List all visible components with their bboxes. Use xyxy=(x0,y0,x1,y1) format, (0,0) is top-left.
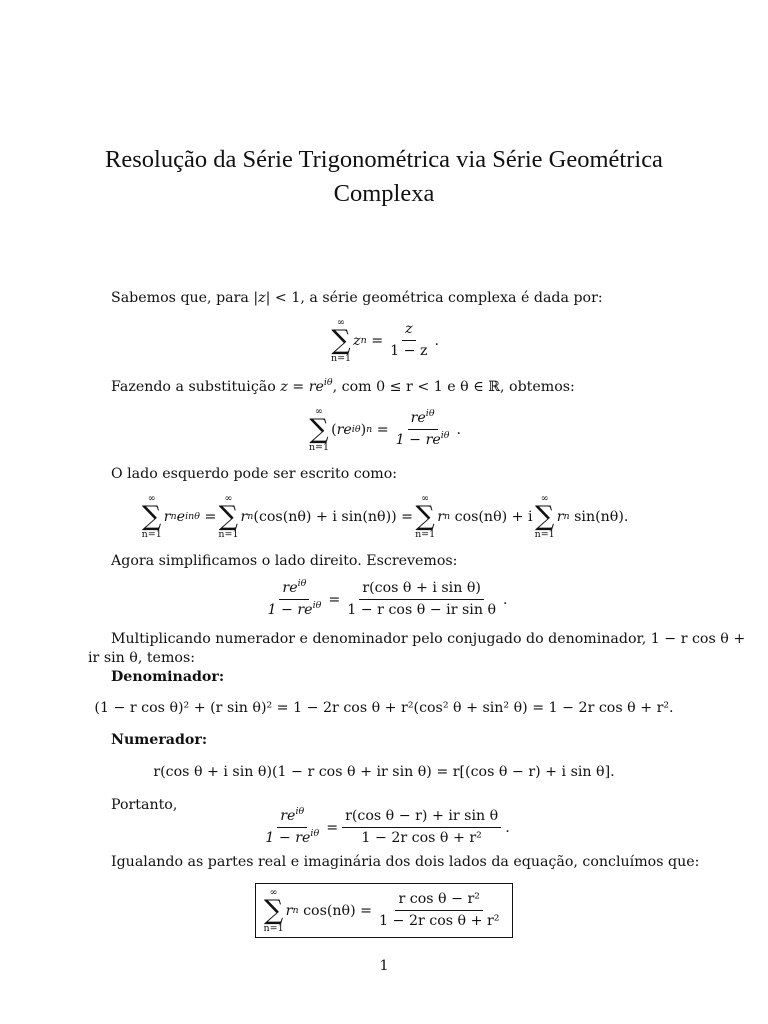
eq1-term: z xyxy=(353,332,361,349)
sum-lower: n=1 xyxy=(330,352,352,364)
eq3-real-part: cos(nθ) + i xyxy=(454,508,533,525)
sum-upper: ∞ xyxy=(269,887,278,898)
paragraph-intro: Sabemos que, para |z| < 1, a série geomé… xyxy=(111,288,603,308)
eq7-denominator-left: 1 − re xyxy=(265,830,311,846)
eq3-expanded: (cos(nθ) + i sin(nθ)) = xyxy=(253,508,414,525)
eq3-r: r xyxy=(240,508,248,525)
eq7-denominator-right: 1 − 2r cos θ + r² xyxy=(361,830,482,846)
paragraph-conclusion: Igualando as partes real e imaginária do… xyxy=(111,854,700,870)
sum-lower: n=1 xyxy=(415,528,436,540)
eq2-denominator: 1 − re xyxy=(395,432,441,448)
equation-denominator: (1 − r cos θ)² + (r sin θ)² = 1 − 2r cos… xyxy=(94,700,674,716)
subst-text-a: Fazendo a substituição xyxy=(111,379,281,395)
sum-upper: ∞ xyxy=(337,317,345,328)
eq2-numerator: re xyxy=(410,410,426,426)
subst-text-b: , com 0 ≤ r < 1 e θ ∈ ℝ, obtemos: xyxy=(332,379,575,395)
summation-symbol: ∞∑n=1 xyxy=(330,317,352,364)
equation-numerator: r(cos θ + i sin θ)(1 − r cos θ + ir sin … xyxy=(153,764,615,780)
eq7-numerator-left: re xyxy=(280,808,296,824)
eq1-fraction: z 1 − z xyxy=(387,321,430,360)
sum-upper: ∞ xyxy=(540,493,549,504)
sum-upper: ∞ xyxy=(224,493,233,504)
sum-upper: ∞ xyxy=(147,493,156,504)
paragraph-conjugate-line2: ir sin θ, temos: xyxy=(88,650,196,666)
eq1-denominator: 1 − z xyxy=(390,343,428,359)
portanto-text: Portanto, xyxy=(111,797,178,813)
eq4-numerator-left: re xyxy=(282,580,298,596)
paragraph-simplify: Agora simplificamos o lado direito. Escr… xyxy=(111,553,458,569)
denominador-heading: Denominador: xyxy=(111,669,225,685)
paragraph-substitution: Fazendo a substituição z = reiθ, com 0 ≤… xyxy=(111,377,575,395)
numerador-heading: Numerador: xyxy=(111,732,208,748)
paragraph-left-side: O lado esquerdo pode ser escrito como: xyxy=(111,466,398,482)
title-line-2: Complexa xyxy=(333,180,435,207)
sum-upper: ∞ xyxy=(315,406,323,417)
eq7-numerator-right: r(cos θ − r) + ir sin θ xyxy=(342,808,502,828)
eq1-numerator: z xyxy=(405,321,413,337)
eq4-denominator-left: 1 − re xyxy=(267,602,313,618)
sum-lower: n=1 xyxy=(141,528,162,540)
page-number: 1 xyxy=(379,958,389,974)
subst-formula: z = re xyxy=(280,379,324,395)
eq3-imag-part: sin(nθ). xyxy=(574,508,629,525)
sum-lower: n=1 xyxy=(308,441,330,453)
eq4-denominator-right: 1 − r cos θ − ir sin θ xyxy=(347,602,497,618)
paper-title: Resolução da Série Trigonométrica via Sé… xyxy=(60,143,708,211)
sum-upper: ∞ xyxy=(421,493,430,504)
eq4-numerator-right: r(cos θ + i sin θ) xyxy=(359,580,484,600)
eq8-numerator: r cos θ − r² xyxy=(395,891,483,911)
intro-text-b: | < 1, a série geométrica complexa é dad… xyxy=(265,290,603,306)
eq8-lhs: cos(nθ) = xyxy=(303,902,373,919)
eq8-denominator: 1 − 2r cos θ + r² xyxy=(379,913,500,929)
paragraph-conjugate-line1: Multiplicando numerador e denominador pe… xyxy=(111,631,746,647)
sum-lower: n=1 xyxy=(218,528,239,540)
intro-text-a: Sabemos que, para | xyxy=(111,290,259,306)
sum-lower: n=1 xyxy=(534,528,555,540)
title-line-1: Resolução da Série Trigonométrica via Sé… xyxy=(105,146,663,173)
sum-lower: n=1 xyxy=(263,922,284,934)
intro-var-z: z xyxy=(258,290,266,306)
